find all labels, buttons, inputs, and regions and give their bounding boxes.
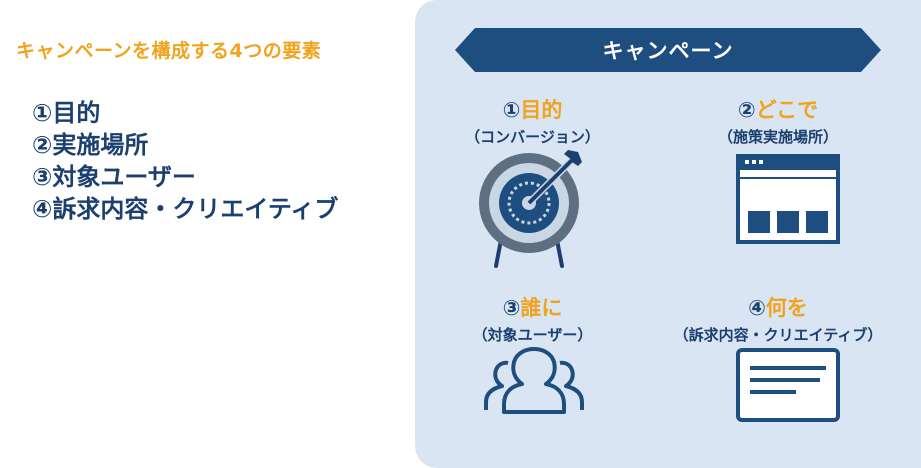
element-item-location: ②実施場所: [32, 131, 149, 159]
cell-subtitle-creative: （訴求内容・クリエイティブ）: [673, 326, 883, 344]
cell-number: ②: [737, 98, 756, 122]
element-item-target-user: ③対象ユーザー: [32, 163, 196, 191]
cell-title-text: 目的: [520, 98, 563, 122]
browser-window-icon: [736, 154, 840, 244]
cell-title-purpose: ①目的: [440, 98, 625, 122]
section-heading: キャンペーンを構成する4つの要素: [16, 40, 322, 62]
cell-subtitle-location: （施策実施場所）: [717, 128, 838, 146]
campaign-banner-label: キャンペーン: [602, 39, 734, 63]
campaign-banner-shape: [455, 28, 881, 72]
elements-list: ①目的 ②実施場所 ③対象ユーザー ④訴求内容・クリエイティブ: [32, 97, 338, 225]
cell-number: ①: [502, 98, 521, 122]
cell-subtitle-purpose: （コンバージョン）: [465, 128, 600, 146]
cell-title-text: どこで: [755, 98, 819, 122]
element-item-purpose: ①目的: [32, 99, 101, 127]
cell-title-target-user: ③誰に: [440, 296, 625, 320]
cell-title-text: 何を: [765, 296, 808, 320]
cell-number: ③: [502, 296, 521, 320]
cell-number: ④: [748, 296, 766, 320]
users-icon: [484, 347, 584, 414]
target-icon: [479, 150, 582, 268]
cell-title-creative: ④何を: [668, 296, 888, 320]
cell-title-location: ②どこで: [698, 98, 858, 122]
cell-subtitle-target-user: （対象ユーザー）: [472, 326, 593, 344]
element-item-creative: ④訴求内容・クリエイティブ: [32, 195, 339, 223]
cell-title-text: 誰に: [520, 296, 563, 320]
document-card-icon: [736, 348, 840, 422]
